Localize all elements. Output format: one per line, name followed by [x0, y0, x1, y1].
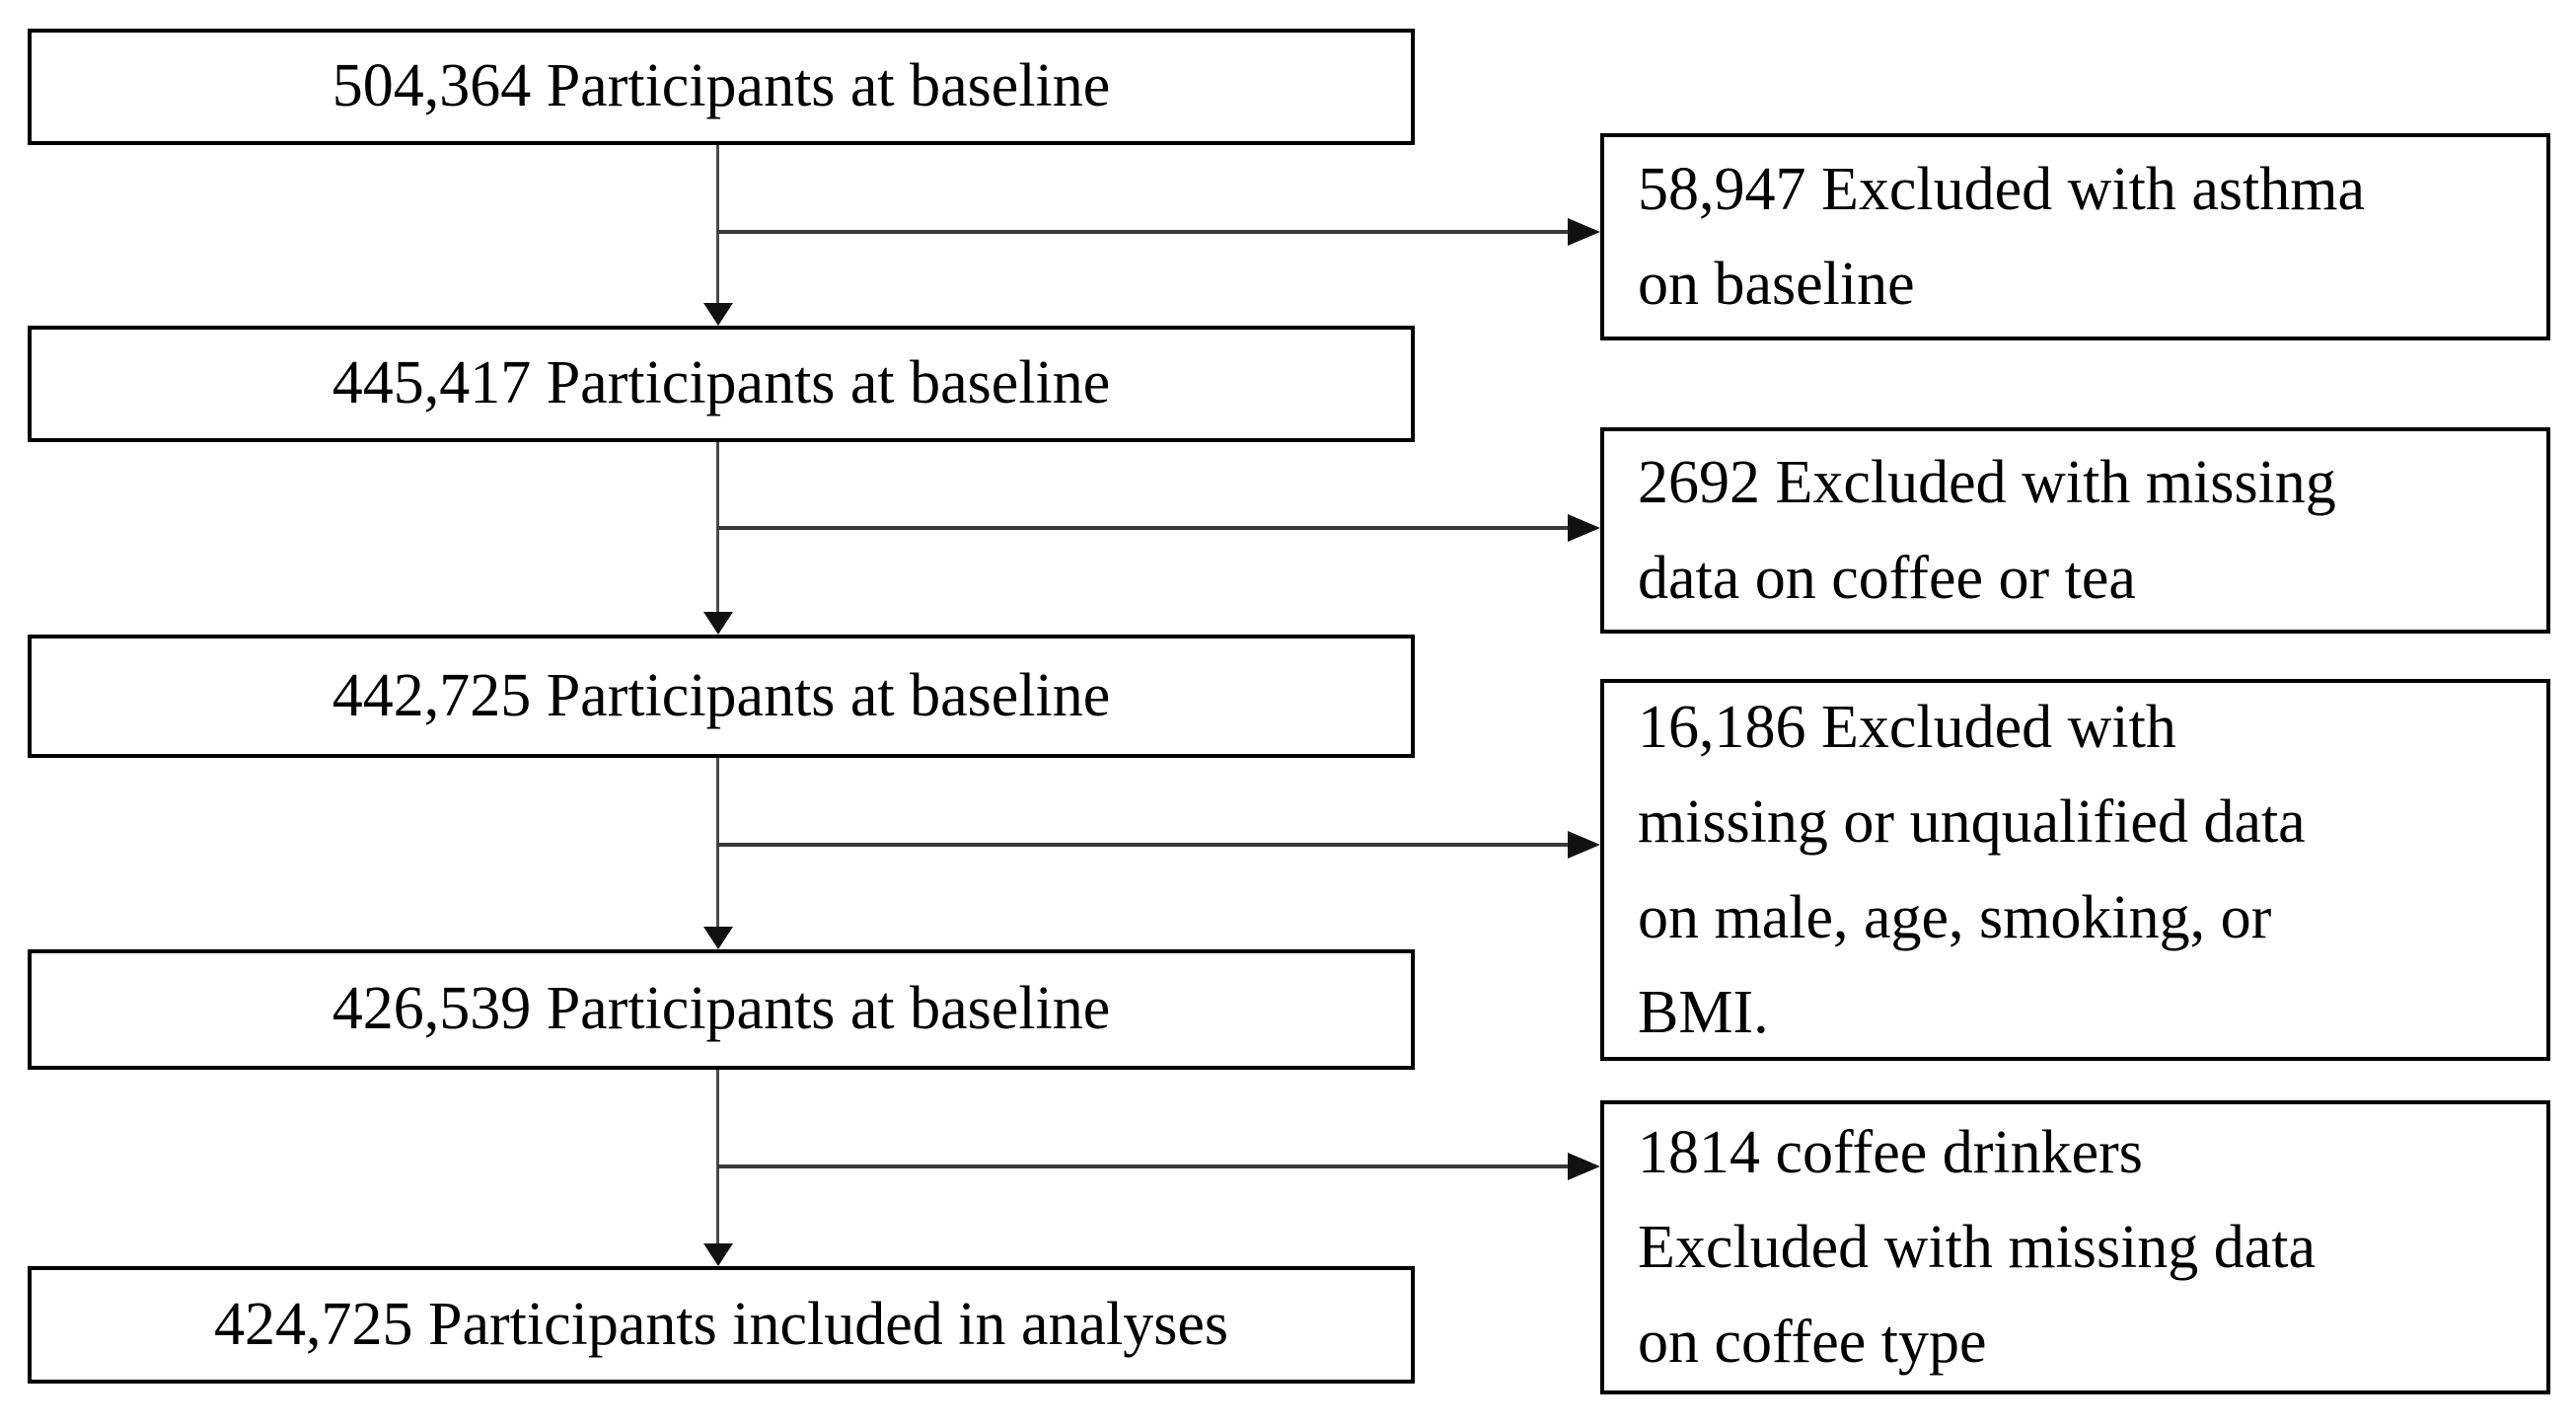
main-box-label: 424,725 Participants included in analyse…	[214, 1290, 1228, 1358]
branch-line-horizontal-3	[717, 843, 1569, 847]
exclusion-box-text: 16,186 Excluded with missing or unqualif…	[1638, 694, 2306, 1046]
arrow-right-icon-1	[1568, 218, 1600, 246]
arrow-down-icon-2	[703, 612, 733, 635]
exclusion-box-text: 58,947 Excluded with asthma on baseline	[1638, 155, 2365, 318]
connector-line-vertical-4	[716, 1070, 719, 1244]
main-box-label: 445,417 Participants at baseline	[331, 349, 1111, 417]
arrow-down-icon-4	[703, 1243, 733, 1266]
arrow-right-icon-3	[1568, 831, 1600, 859]
exclusion-box-asthma: 58,947 Excluded with asthma on baseline	[1600, 133, 2550, 340]
branch-line-horizontal-1	[717, 230, 1569, 234]
main-box-label: 504,364 Participants at baseline	[331, 52, 1111, 120]
main-box-label: 426,539 Participants at baseline	[331, 975, 1111, 1043]
connector-line-vertical-1	[716, 145, 719, 304]
main-box-baseline-4: 426,539 Participants at baseline	[28, 949, 1415, 1070]
arrow-right-icon-2	[1568, 514, 1600, 542]
exclusion-box-coffee-tea-missing: 2692 Excluded with missing data on coffe…	[1600, 427, 2550, 634]
exclusion-box-unqualified-data: 16,186 Excluded with missing or unqualif…	[1600, 679, 2550, 1061]
main-box-label: 442,725 Participants at baseline	[331, 661, 1111, 729]
exclusion-box-coffee-type-missing: 1814 coffee drinkers Excluded with missi…	[1600, 1100, 2550, 1394]
exclusion-box-text: 1814 coffee drinkers Excluded with missi…	[1638, 1118, 2317, 1377]
arrow-right-icon-4	[1568, 1153, 1600, 1180]
exclusion-box-text: 2692 Excluded with missing data on coffe…	[1638, 449, 2336, 612]
arrow-down-icon-1	[703, 303, 733, 326]
branch-line-horizontal-2	[717, 526, 1569, 530]
arrow-down-icon-3	[703, 927, 733, 949]
main-box-included-in-analyses: 424,725 Participants included in analyse…	[28, 1266, 1415, 1384]
main-box-baseline-1: 504,364 Participants at baseline	[28, 29, 1415, 145]
main-box-baseline-2: 445,417 Participants at baseline	[28, 326, 1415, 442]
main-box-baseline-3: 442,725 Participants at baseline	[28, 635, 1415, 758]
branch-line-horizontal-4	[717, 1164, 1569, 1168]
